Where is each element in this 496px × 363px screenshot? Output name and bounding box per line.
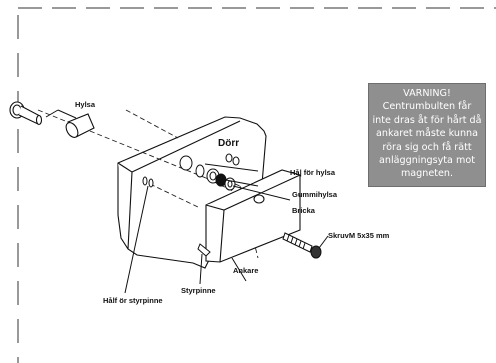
label-skruv: SkruvM 5x35 mm (328, 231, 390, 240)
warning-line-2: Centrumbulten får (382, 101, 472, 113)
warning-line-1: VARNING! (403, 88, 451, 99)
label-hal-for-styrpinne: Hålf ör styrpinne (103, 296, 163, 305)
hole-guide-pin-2 (148, 178, 154, 188)
anchor-plate (205, 169, 301, 263)
label-hal-for-hylsa: Hå| för hylsa (290, 168, 336, 177)
warning-line-7: magneten. (400, 168, 454, 180)
label-hylsa: Hylsa (75, 100, 96, 109)
hole-small-3 (232, 156, 240, 166)
rubber-sleeve-washer (206, 168, 236, 191)
washer (215, 173, 227, 187)
hole-small-2 (225, 153, 233, 163)
hole-for-sleeve (179, 155, 193, 171)
label-ankare: Ankare (233, 266, 258, 275)
hole-guide-pin-1 (142, 176, 148, 186)
guide-pin (197, 243, 211, 257)
leader-lines (45, 109, 329, 294)
warning-line-5: röra sig och få rätt (382, 141, 472, 153)
screw (282, 232, 322, 259)
warning-line-3: inte dras åt för hårt då (372, 114, 482, 126)
warning-line-4: ankaret måste kunna (376, 128, 478, 140)
label-styrpinne: Styrpinne (181, 286, 216, 295)
label-dorr: Dörr (218, 138, 239, 149)
hole-small-1 (195, 164, 205, 178)
warning-line-6: anläggningsyta mot (379, 155, 475, 167)
sleeve-parts (9, 101, 95, 138)
page-frame (17, 7, 496, 363)
label-bricka: Bricka (292, 206, 316, 215)
door-body (117, 116, 273, 269)
door-holes (142, 153, 240, 188)
warning-box: VARNING! Centrumbulten får inte dras åt … (368, 83, 486, 187)
label-gummihylsa: Gummihylsa (292, 190, 338, 199)
